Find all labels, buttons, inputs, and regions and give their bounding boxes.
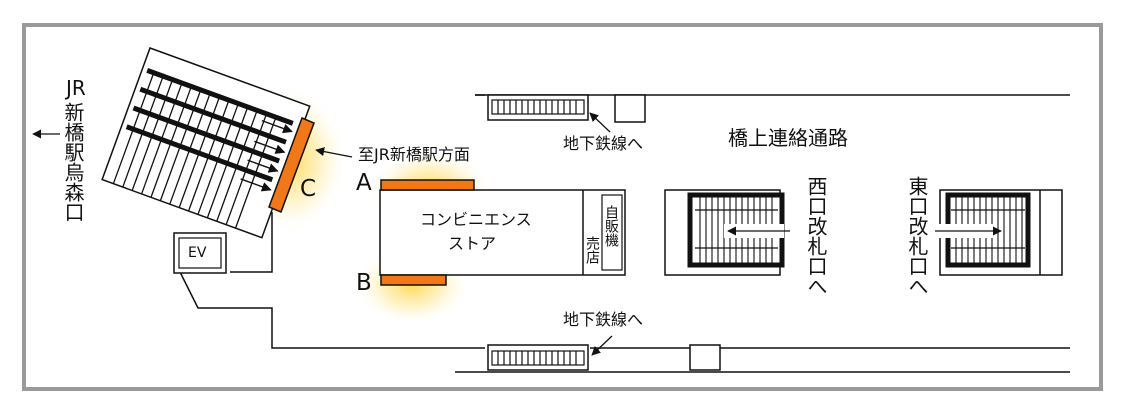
subway-bottom-label: 地下鉄線へ: [563, 310, 644, 329]
arrow-to-c: [315, 147, 353, 158]
point-a-label: A: [356, 170, 372, 196]
convenience-store: [379, 189, 626, 276]
store-name-line2: ストア: [448, 234, 497, 253]
map-frame: [22, 23, 1103, 391]
arrow-subway-top: [589, 112, 611, 133]
vending-label: 自販機: [603, 205, 619, 247]
jr-exit-label: 新橋駅烏森口: [61, 102, 85, 222]
jr-label: JR: [66, 76, 86, 100]
point-c-marker: [268, 117, 315, 213]
pillar-top: [614, 94, 646, 123]
stairs-jr: [101, 47, 311, 239]
arrow-subway-bottom: [591, 335, 613, 356]
point-c-label: C: [300, 176, 317, 202]
east-gate-stairs: [935, 189, 1063, 276]
to-jr-label: 至JR新橋駅方面: [358, 145, 470, 164]
kiosk-label: 売店: [584, 236, 600, 264]
subway-stairs-bottom: [487, 344, 589, 371]
subway-top-label: 地下鉄線へ: [563, 134, 644, 153]
east-gate-label: 東口改札口へ: [905, 176, 929, 296]
subway-stairs-top: [487, 94, 589, 121]
west-gate-label: 西口改札口へ: [804, 176, 828, 296]
west-gate-stairs: [664, 189, 790, 276]
point-a-marker: [380, 179, 475, 191]
store-name-line1: コンビニエンス: [420, 210, 532, 229]
elevator-label: EV: [188, 245, 207, 261]
point-b-label: B: [356, 270, 372, 296]
bridge-label: 橋上連絡通路: [728, 126, 848, 150]
vending-machine: [601, 194, 623, 271]
pillar-bottom: [689, 344, 721, 371]
point-b-marker: [380, 274, 447, 286]
